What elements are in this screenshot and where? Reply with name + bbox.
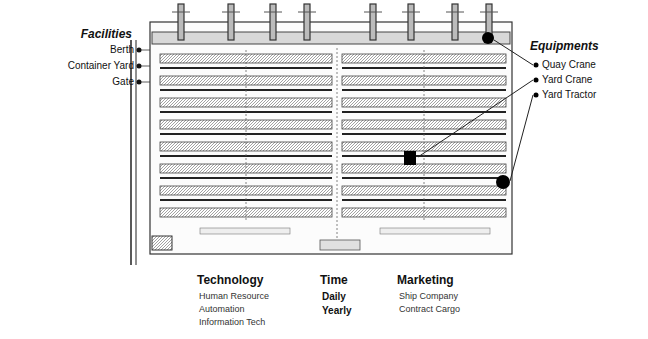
facility-label: Gate — [112, 76, 134, 87]
marketing-item: Ship Company — [399, 292, 458, 302]
technology-item: Human Resource — [199, 292, 269, 302]
facility-label: Berth — [110, 44, 134, 55]
facility-label: Container Yard — [68, 60, 134, 71]
equipment-label: Yard Crane — [542, 74, 592, 85]
equipment-label: Quay Crane — [542, 59, 596, 70]
group-heading: Technology — [197, 274, 263, 287]
marketing-item: Contract Cargo — [399, 305, 460, 315]
time-item: Daily — [322, 291, 346, 302]
technology-item: Information Tech — [199, 318, 265, 328]
group-heading: Marketing — [397, 274, 454, 287]
technology-item: Automation — [199, 305, 245, 315]
group-heading: Time — [320, 274, 348, 287]
group-heading: Equipments — [530, 40, 599, 53]
group-heading: Facilities — [81, 28, 132, 41]
equipment-label: Yard Tractor — [542, 89, 596, 100]
time-item: Yearly — [322, 305, 351, 316]
